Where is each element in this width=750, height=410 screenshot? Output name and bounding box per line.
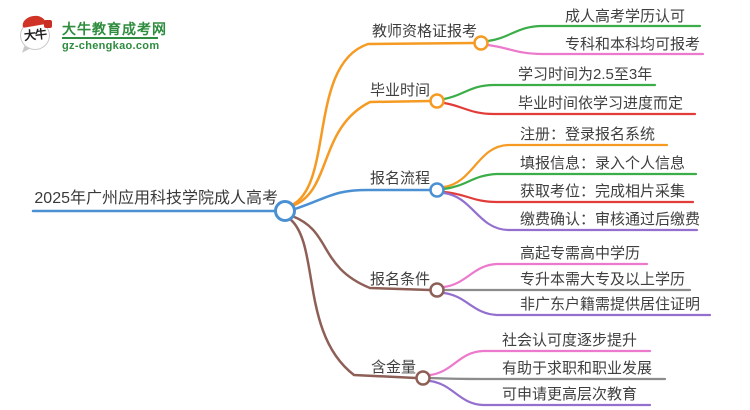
node-circle-teacher-cert: [473, 35, 489, 51]
branch-line-graduation-time: [290, 99, 432, 208]
leaf-line-career-help: [428, 376, 667, 381]
leaf-label-register: 注册：登录报名系统: [520, 126, 656, 143]
leaf-line-register: [442, 143, 669, 189]
node-circle-graduation-time: [429, 93, 445, 109]
leaf-label-social-recognition: 社会认可度逐步提升: [502, 332, 638, 349]
leaf-label-both-levels-apply: 专科和本科均可报考: [565, 36, 701, 53]
center-node-circle: [274, 200, 296, 222]
site-logo[interactable]: 大牛 大牛教育成考网 gz-chengkao.com: [18, 11, 188, 55]
leaf-label-fill-info: 填报信息：录入个人信息: [520, 155, 686, 172]
branch-label-graduation-time: 毕业时间: [369, 82, 430, 99]
branch-line-teacher-cert: [290, 41, 476, 207]
center-topic-label: 2025年广州应用科技学院成人高考: [34, 190, 278, 207]
logo-site-name: 大牛教育成考网: [62, 21, 167, 37]
leaf-line-photo-capture: [442, 190, 695, 204]
daniu-bull-icon: 大牛: [18, 14, 58, 55]
leaf-line-higher-education: [428, 379, 652, 407]
leaf-label-college-needed: 专升本需大专及以上学历: [520, 271, 686, 288]
leaf-label-photo-capture: 获取考位：完成相片采集: [520, 183, 686, 200]
node-circle-registration-process: [429, 182, 445, 198]
leaf-line-fill-info: [442, 172, 698, 191]
branch-line-value: [288, 217, 418, 380]
branch-line-registration-process: [293, 188, 432, 211]
node-circle-registration-requirements: [429, 282, 445, 298]
branch-label-teacher-cert: 教师资格证报考: [371, 23, 477, 40]
leaf-line-highschool-needed: [442, 262, 649, 289]
leaf-label-study-duration: 学习时间为2.5至3年: [518, 66, 653, 83]
leaf-line-both-levels-apply: [486, 43, 705, 56]
leaf-line-adult-exam-recognized: [486, 24, 702, 43]
branch-label-value: 含金量: [370, 359, 416, 376]
branch-label-registration-requirements: 报名条件: [369, 271, 430, 288]
leaf-label-adult-exam-recognized: 成人高考学历认可: [565, 8, 686, 25]
leaf-label-residence-proof: 非广东户籍需提供居住证明: [520, 296, 701, 313]
leaf-label-higher-education: 可申请更高层次教育: [502, 386, 638, 403]
node-circle-value: [415, 370, 431, 386]
red-seal-icon: [44, 20, 52, 28]
leaf-line-residence-proof: [442, 291, 712, 317]
logo-divider: [62, 37, 158, 39]
leaf-line-social-recognition: [428, 349, 652, 377]
logo-icon-text: 大牛: [23, 26, 47, 44]
logo-domain: gz-chengkao.com: [62, 40, 160, 52]
branch-line-registration-requirements: [290, 214, 432, 292]
leaf-line-depends-on-progress: [442, 101, 697, 116]
leaf-label-career-help: 有助于求职和职业发展: [502, 360, 653, 377]
leaf-label-highschool-needed: 高起专需高中学历: [520, 245, 641, 262]
leaf-line-study-duration: [442, 83, 657, 101]
branch-label-registration-process: 报名流程: [369, 170, 430, 187]
leaf-line-pay-confirm: [442, 191, 699, 232]
leaf-label-pay-confirm: 缴费确认：审核通过后缴费: [520, 211, 701, 228]
leaf-label-depends-on-progress: 毕业时间依学习进度而定: [518, 95, 684, 112]
speech-bubble-tail: [22, 46, 31, 55]
